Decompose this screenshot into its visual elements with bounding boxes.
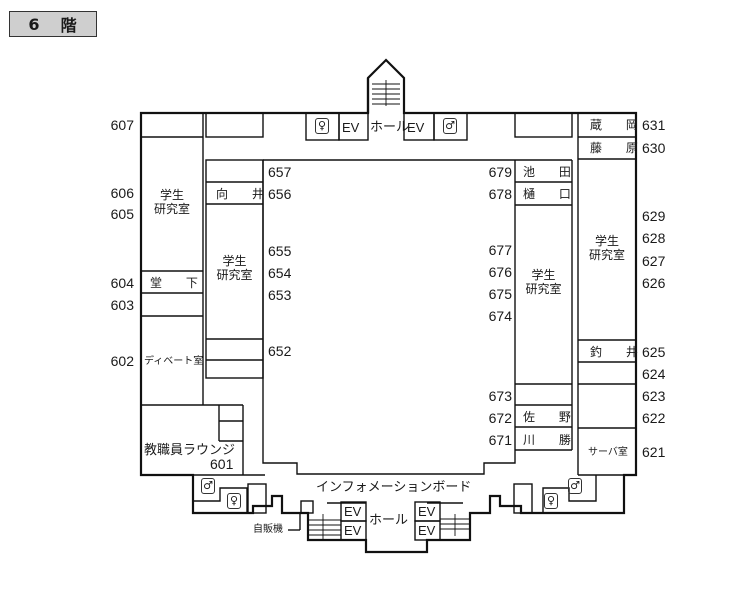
information-board-label: インフォメーションボード (316, 480, 472, 495)
room-number-606: 606 (110, 185, 134, 201)
room-number-678: 678 (488, 186, 512, 202)
room-number-673: 673 (488, 388, 512, 404)
hall-label-bottom: ホール (369, 513, 409, 528)
restroom-male-icon-top: ♂ (443, 118, 457, 134)
hall-label-top: ホール (370, 120, 410, 135)
room-name-671: 川 勝 (523, 433, 581, 447)
room-name-student-lab-675: 学生 研究室 (525, 268, 562, 296)
room-number-655: 655 (268, 243, 292, 259)
room-name-student-lab-605: 学生 研究室 (153, 188, 190, 216)
room-number-628: 628 (642, 230, 666, 246)
room-number-605: 605 (110, 206, 134, 222)
room-number-674: 674 (488, 308, 512, 324)
room-number-653: 653 (268, 287, 292, 303)
room-number-631: 631 (642, 117, 666, 133)
room-name-631: 蔵 岡 (590, 118, 648, 132)
room-number-602: 602 (110, 353, 134, 369)
room-number-621: 621 (642, 444, 666, 460)
room-number-652: 652 (268, 343, 292, 359)
room-number-623: 623 (642, 388, 666, 404)
restroom-male-icon-bottom-right: ♂ (568, 478, 582, 494)
elevator-label-bottom-left-1: EV (344, 504, 362, 519)
room-number-656: 656 (268, 186, 292, 202)
room-number-627: 627 (642, 253, 666, 269)
room-name-656: 向 井 (216, 187, 274, 201)
room-name-student-lab-628: 学生 研究室 (588, 234, 625, 262)
restroom-male-icon-bottom-left: ♂ (201, 478, 215, 494)
room-name-debate: ディベート室 (144, 356, 204, 367)
room-number-671: 671 (488, 432, 512, 448)
floor-number: 6 (28, 14, 41, 34)
room-number-679: 679 (488, 164, 512, 180)
floor-badge: 6 階 (9, 11, 97, 37)
floor-label: 階 (60, 16, 78, 35)
room-name-server: サーバ室 (588, 447, 628, 458)
room-name-faculty-lounge: 教職員ラウンジ (144, 443, 236, 458)
room-number-604: 604 (110, 275, 134, 291)
room-name-625: 釣 井 (590, 345, 648, 359)
vending-machine-label: 自販機 (253, 524, 283, 535)
room-name-630: 藤 原 (590, 141, 648, 155)
elevator-label-top-left: EV (342, 120, 360, 135)
room-number-676: 676 (488, 264, 512, 280)
room-name-604: 堂 下 (150, 276, 208, 290)
room-number-654: 654 (268, 265, 292, 281)
restroom-female-icon-bottom-right: ♀ (544, 493, 558, 509)
elevator-label-top-right: EV (407, 120, 425, 135)
room-number-672: 672 (488, 410, 512, 426)
restroom-female-icon-top: ♀ (315, 118, 329, 134)
room-number-625: 625 (642, 344, 666, 360)
room-number-630: 630 (642, 140, 666, 156)
room-number-603: 603 (110, 297, 134, 313)
room-name-679: 池 田 (523, 165, 581, 179)
room-number-626: 626 (642, 275, 666, 291)
elevator-label-bottom-right-2: EV (418, 523, 436, 538)
room-name-678: 樋 口 (523, 187, 581, 201)
elevator-label-bottom-left-2: EV (344, 523, 362, 538)
room-number-675: 675 (488, 286, 512, 302)
room-name-student-lab-654: 学生 研究室 (216, 254, 253, 282)
room-number-624: 624 (642, 366, 666, 382)
room-number-629: 629 (642, 208, 666, 224)
room-number-622: 622 (642, 410, 666, 426)
room-number-601: 601 (210, 456, 234, 472)
room-number-677: 677 (488, 242, 512, 258)
room-number-607: 607 (110, 117, 134, 133)
restroom-female-icon-bottom-left: ♀ (227, 493, 241, 509)
elevator-label-bottom-right-1: EV (418, 504, 436, 519)
room-number-657: 657 (268, 164, 292, 180)
room-name-672: 佐 野 (523, 410, 581, 424)
